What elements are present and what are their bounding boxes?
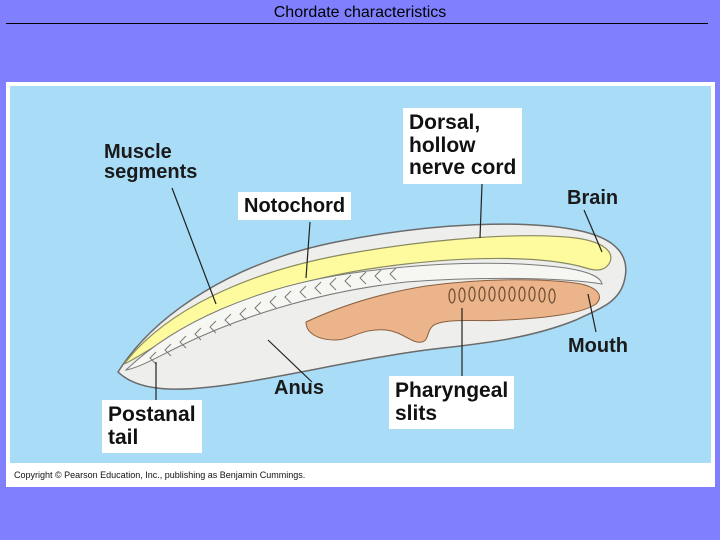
- pharyngeal-slit-marks: [448, 286, 556, 304]
- chordate-body-illustration: [117, 183, 627, 400]
- muscle-segment-marks: [149, 267, 397, 365]
- slide-title: Chordate characteristics: [273, 4, 447, 21]
- label-muscle-segments: Muscle segments: [104, 141, 198, 183]
- label-postanal-tail: Postanal tail: [102, 400, 202, 454]
- label-notochord: Notochord: [238, 192, 352, 220]
- gut: [305, 279, 600, 343]
- title-underline: [6, 23, 708, 24]
- copyright-notice: Copyright © Pearson Education, Inc., pub…: [14, 470, 306, 480]
- label-anus: Anus: [274, 377, 324, 399]
- diagram-figure: Muscle segments Notochord Dorsal, hollow…: [6, 82, 715, 487]
- label-mouth: Mouth: [568, 335, 628, 357]
- leader-lines: [155, 183, 603, 400]
- notochord: [124, 262, 603, 371]
- label-dorsal-nerve-cord: Dorsal, hollow nerve cord: [403, 108, 523, 185]
- label-brain: Brain: [567, 187, 619, 209]
- label-pharyngeal-slits: Pharyngeal slits: [389, 376, 515, 430]
